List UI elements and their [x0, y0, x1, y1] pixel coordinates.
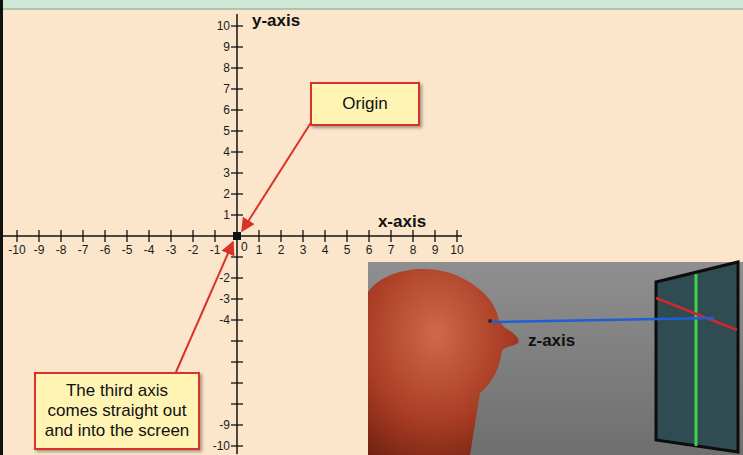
tick-number: 1: [256, 243, 263, 257]
tick-number: -2: [219, 271, 230, 285]
tick-mark: [231, 382, 243, 383]
tick-mark: [231, 130, 243, 131]
tick-number: -4: [144, 243, 155, 257]
top-band: [0, 0, 743, 9]
axis-title: z-axis: [528, 331, 575, 351]
tick-mark: [231, 445, 243, 446]
tick-number: 10: [450, 243, 463, 257]
tick-number: 10: [217, 19, 230, 33]
leader-line: [176, 242, 233, 372]
tick-mark: [231, 277, 243, 278]
tick-mark: [390, 230, 391, 242]
callout-text: Origin: [342, 94, 387, 114]
tick-number: 5: [344, 243, 351, 257]
tick-mark: [60, 230, 61, 242]
head: [368, 269, 519, 455]
screen-panel: [656, 262, 738, 452]
tick-number: -2: [188, 243, 199, 257]
tick-mark: [231, 361, 243, 362]
tick-mark: [368, 230, 369, 242]
tick-number: -7: [78, 243, 89, 257]
tick-number: 9: [432, 243, 439, 257]
tick-number: -6: [100, 243, 111, 257]
tick-number: 5: [223, 124, 230, 138]
tick-mark: [231, 298, 243, 299]
z-axis-3d: [492, 318, 714, 322]
band-edge: [0, 9, 743, 10]
tick-number: -10: [213, 439, 230, 453]
tick-number: 7: [223, 82, 230, 96]
leader-line: [242, 121, 312, 231]
axis-title: x-axis: [378, 212, 426, 232]
tick-number: 6: [366, 243, 373, 257]
y-axis-3d: [695, 274, 698, 446]
tick-mark: [302, 230, 303, 242]
tick-number: -1: [210, 243, 221, 257]
callout-box: Origin: [310, 82, 420, 126]
tick-number: -4: [219, 313, 230, 327]
tick-mark: [280, 230, 281, 242]
tick-mark: [148, 230, 149, 242]
tick-number: 8: [223, 61, 230, 75]
tick-mark: [231, 67, 243, 68]
origin-mark: [233, 232, 241, 240]
tick-mark: [231, 193, 243, 194]
tick-mark: [38, 230, 39, 242]
x-axis-line: [2, 235, 462, 237]
tick-number: 3: [223, 166, 230, 180]
callout-text: The third axis comes straight out and in…: [44, 381, 190, 441]
tick-mark: [231, 151, 243, 152]
tick-mark: [214, 230, 215, 242]
tick-mark: [231, 109, 243, 110]
eye: [488, 319, 492, 323]
tick-number: 3: [300, 243, 307, 257]
tick-mark: [456, 230, 457, 242]
callout-box: The third axis comes straight out and in…: [34, 372, 200, 450]
tick-mark: [346, 230, 347, 242]
tick-mark: [231, 172, 243, 173]
tick-number: 6: [223, 103, 230, 117]
tick-number: -9: [219, 418, 230, 432]
tick-number: -10: [8, 243, 25, 257]
tick-number: 2: [278, 243, 285, 257]
tick-number: 9: [223, 40, 230, 54]
tick-mark: [170, 230, 171, 242]
render-ground: [368, 262, 743, 455]
tick-mark: [231, 88, 243, 89]
tick-mark: [231, 256, 243, 257]
tick-number: -3: [219, 292, 230, 306]
tick-number: 7: [388, 243, 395, 257]
tick-mark: [231, 403, 243, 404]
tick-mark: [82, 230, 83, 242]
tick-mark: [16, 230, 17, 242]
tick-mark: [126, 230, 127, 242]
tick-mark: [434, 230, 435, 242]
tick-number: -5: [122, 243, 133, 257]
left-border: [0, 0, 3, 455]
tick-mark: [324, 230, 325, 242]
tick-mark: [192, 230, 193, 242]
axis-title: y-axis: [252, 11, 300, 31]
tick-number: 1: [223, 208, 230, 222]
tick-mark: [231, 214, 243, 215]
origin-number: 0: [241, 240, 248, 254]
tick-number: 4: [322, 243, 329, 257]
tick-number: 8: [410, 243, 417, 257]
3d-render: [368, 262, 743, 455]
tick-mark: [104, 230, 105, 242]
tick-mark: [231, 46, 243, 47]
tick-number: 2: [223, 187, 230, 201]
tick-mark: [231, 340, 243, 341]
tick-number: -3: [166, 243, 177, 257]
tick-number: 4: [223, 145, 230, 159]
tick-mark: [231, 319, 243, 320]
tick-number: -9: [34, 243, 45, 257]
tick-mark: [231, 424, 243, 425]
tick-mark: [258, 230, 259, 242]
tick-number: -8: [56, 243, 67, 257]
tick-mark: [412, 230, 413, 242]
x-axis-3d: [656, 298, 737, 330]
tick-mark: [231, 25, 243, 26]
